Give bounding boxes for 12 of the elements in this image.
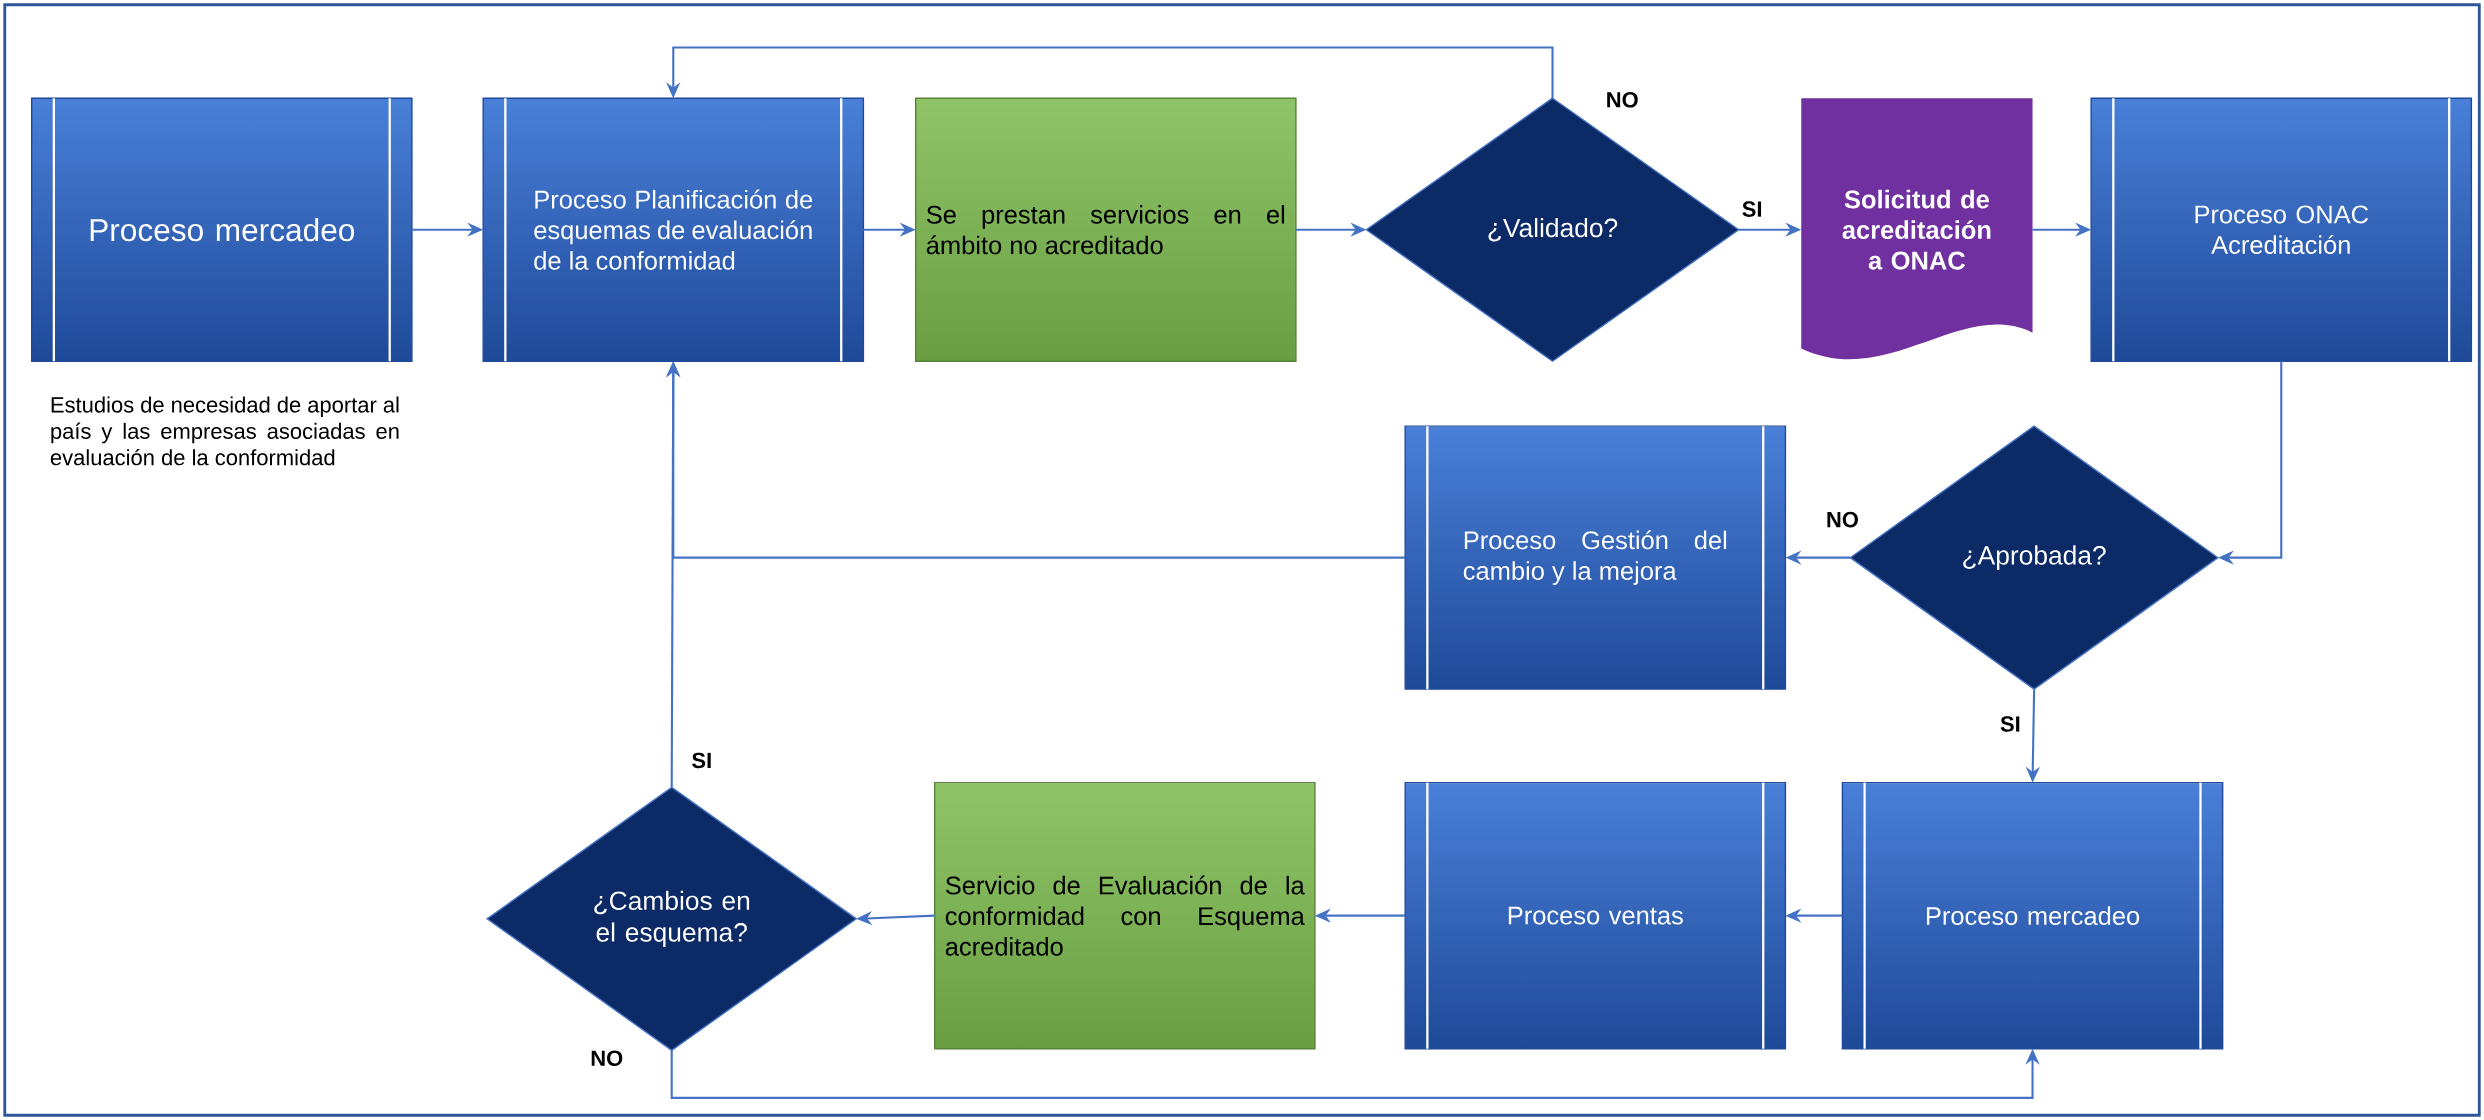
service-box: Se prestan servicios en el ámbito no acreditado: [914, 97, 1297, 362]
process-box: Proceso ONAC Acreditación: [2090, 97, 2473, 362]
edge-label: SI: [1740, 199, 1765, 219]
process-box: Proceso ventas: [1404, 781, 1787, 1050]
process-box: Proceso mercadeo: [30, 97, 413, 362]
edge-label: SI: [689, 750, 714, 770]
note-text: Estudios de necesidad de aportar al país y las empresas asociadas en evaluación de la conformidad: [50, 396, 399, 466]
process-box: Proceso Gestión del cambio y la mejora: [1404, 425, 1787, 690]
process-box: Proceso mercadeo: [1841, 781, 2224, 1050]
process-box: Proceso Planificación de esquemas de evaluación de la conformidad: [482, 97, 865, 362]
edge-label: SI: [1998, 714, 2023, 734]
service-box: Servicio de Evaluación de la conformidad con Esquema acreditado: [933, 781, 1316, 1050]
